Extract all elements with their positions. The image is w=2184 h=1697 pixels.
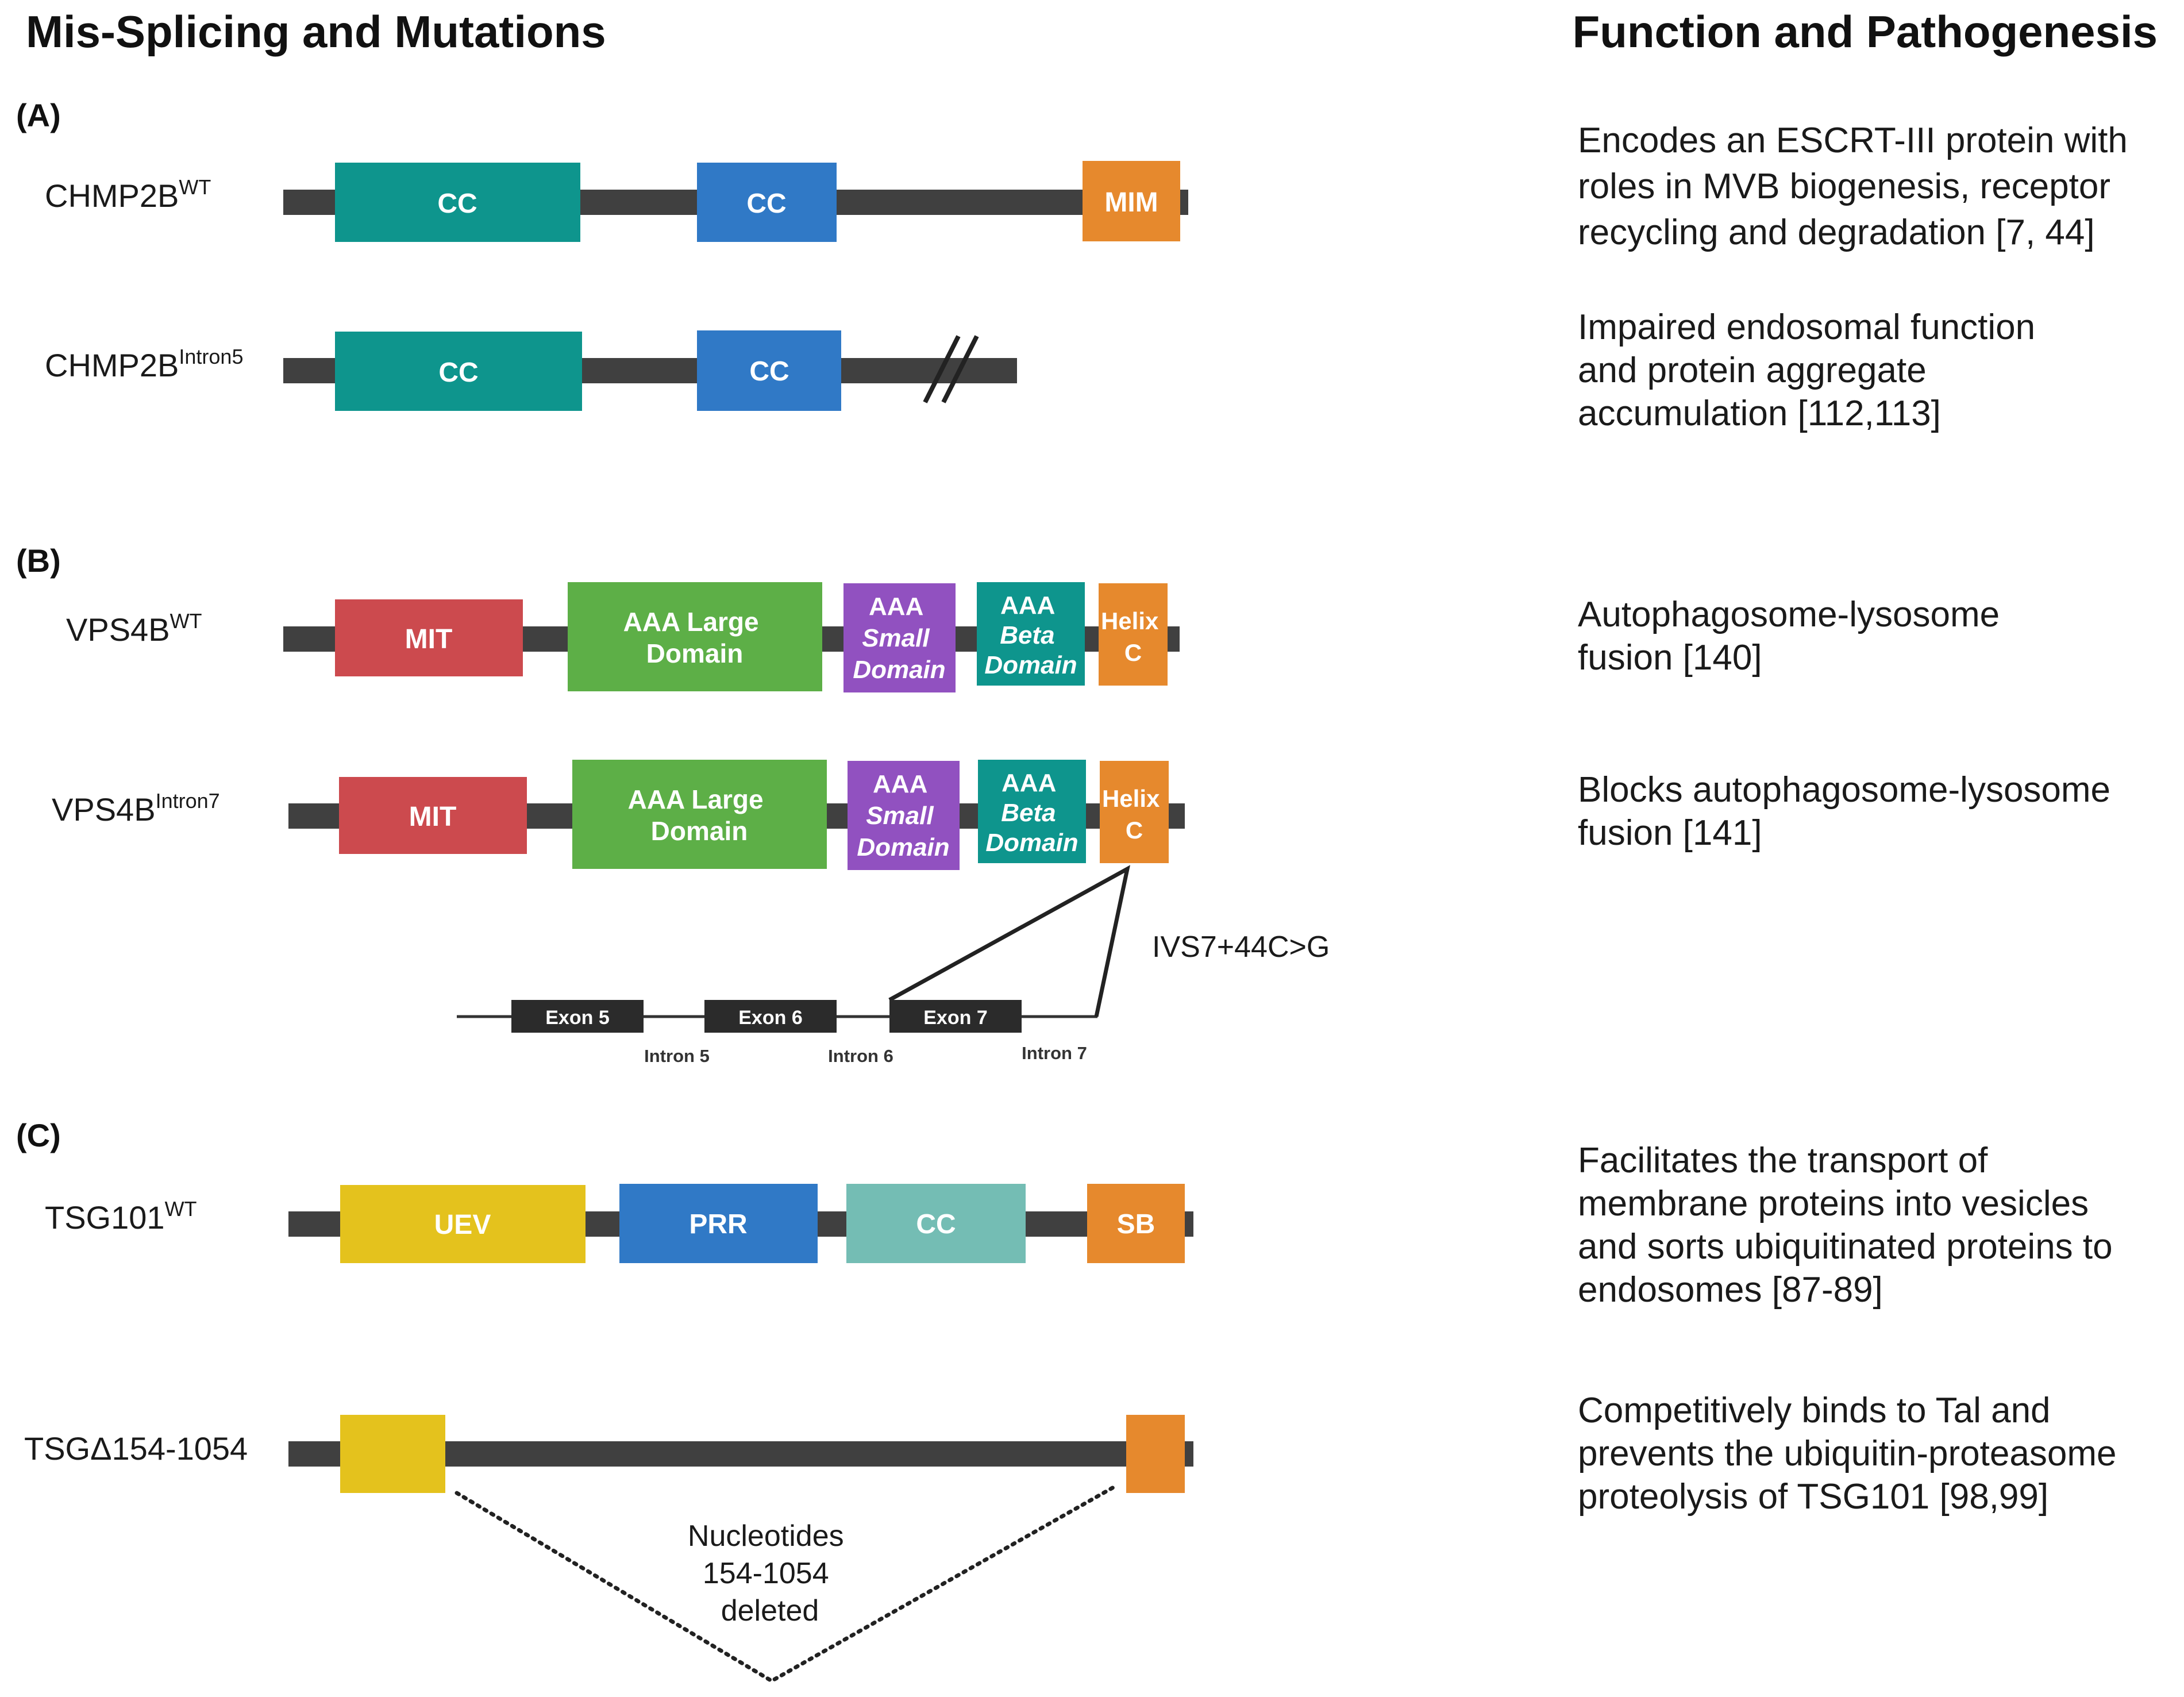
- exon-6-box: [704, 1000, 837, 1033]
- vps4b-intron7-description: Blocks autophagosome-lysosome fusion [14…: [1578, 770, 2120, 853]
- intron-label: Intron 5: [644, 1046, 710, 1066]
- domain-label: CC: [749, 356, 789, 387]
- domain-uev-fragment: [340, 1415, 445, 1493]
- domain-label: Helix C: [1101, 607, 1165, 666]
- domain-aaa-small: [848, 761, 960, 870]
- chmp2b-wt-row: CHMP2BWT CC CC MIM: [45, 161, 1188, 242]
- mutation-label: IVS7+44C>G: [1152, 930, 1330, 964]
- domain-aaa-small: [843, 583, 956, 692]
- domain-label: AAA Small Domain: [853, 592, 945, 684]
- domain-label: CC: [437, 188, 477, 219]
- intron-label: Intron 6: [828, 1046, 893, 1066]
- domain-cc: [846, 1184, 1026, 1263]
- domain-cc-2: [697, 163, 837, 242]
- domain-label: PRR: [689, 1209, 747, 1240]
- exon-label: Exon 7: [923, 1007, 987, 1029]
- exon-7-box: [889, 1000, 1022, 1033]
- exon-5-box: [511, 1000, 644, 1033]
- domain-label: AAA Large Domain: [628, 784, 771, 846]
- domain-cc-1: [335, 163, 580, 242]
- vps4b-wt-row: VPS4BWT MIT AAA Large Domain AAA Small D…: [66, 582, 1180, 692]
- exon-label: Exon 5: [545, 1007, 609, 1029]
- domain-label: SB: [1117, 1209, 1155, 1240]
- exon-label: Exon 6: [738, 1007, 802, 1029]
- domain-label: CC: [916, 1209, 956, 1240]
- tsg101-wt-description: Facilitates the transport of membrane pr…: [1578, 1141, 2123, 1310]
- domain-sb: [1087, 1184, 1185, 1263]
- domain-sb-fragment: [1126, 1415, 1185, 1493]
- chmp2b-intron5-row: CHMP2BIntron5 CC CC: [45, 330, 1017, 411]
- domain-label: AAA Beta Domain: [984, 591, 1077, 679]
- domain-cc-1: [335, 332, 582, 411]
- domain-helix-c: [1100, 761, 1169, 863]
- chmp2b-intron5-description: Impaired endosomal function and protein …: [1578, 307, 2045, 433]
- deletion-note: Nucleotides 154-1054 deleted: [688, 1519, 852, 1627]
- protein-name: TSG101WT: [45, 1197, 197, 1236]
- domain-label: MIT: [405, 624, 453, 655]
- intron-label: Intron 7: [1022, 1043, 1087, 1063]
- panel-label-a: (A): [16, 97, 61, 133]
- protein-name: VPS4BWT: [66, 609, 202, 648]
- vps4b-intron7-row: VPS4BIntron7 MIT AAA Large Domain AAA Sm…: [52, 760, 1185, 870]
- protein-name: CHMP2BIntron5: [45, 345, 243, 383]
- domain-aaa-large: [568, 582, 822, 691]
- domain-mim: [1083, 161, 1180, 241]
- domain-label: MIT: [409, 802, 457, 832]
- vps4b-wt-description: Autophagosome-lysosome fusion [140]: [1578, 595, 2009, 678]
- domain-aaa-beta: [978, 760, 1086, 863]
- domain-mit: [335, 599, 523, 676]
- domain-helix-c: [1099, 583, 1168, 686]
- domain-aaa-beta: [977, 582, 1085, 686]
- tsg101-wt-row: TSG101WT UEV PRR CC SB: [45, 1184, 1193, 1263]
- panel-label-c: (C): [16, 1117, 61, 1153]
- chmp2b-wt-description: Encodes an ESCRT-III protein with roles …: [1578, 121, 2137, 252]
- domain-aaa-large: [572, 760, 827, 869]
- tsg-delta-description: Competitively binds to Tal and prevents …: [1578, 1391, 2127, 1517]
- domain-mit: [339, 777, 527, 854]
- left-heading: Mis-Splicing and Mutations: [26, 6, 606, 57]
- domain-label: UEV: [434, 1210, 491, 1240]
- domain-label: Helix C: [1102, 785, 1166, 844]
- right-heading: Function and Pathogenesis: [1573, 6, 2158, 57]
- domain-label: MIM: [1104, 187, 1158, 218]
- domain-label: AAA Beta Domain: [985, 769, 1078, 857]
- truncation-mark: [941, 335, 979, 403]
- truncation-mark: [923, 335, 961, 403]
- domain-label: CC: [746, 188, 786, 219]
- domain-label: AAA Large Domain: [623, 607, 766, 668]
- splice-triangle: [888, 865, 1130, 1017]
- domain-prr: [619, 1184, 818, 1263]
- tsg-delta-row: TSGΔ154-1054 Nucleotides 154-1054 delete…: [24, 1415, 1193, 1684]
- protein-name: VPS4BIntron7: [52, 789, 220, 828]
- domain-label: AAA Small Domain: [857, 770, 949, 861]
- domain-uev: [340, 1185, 586, 1263]
- domain-cc-2: [697, 330, 841, 411]
- domain-label: CC: [438, 357, 478, 388]
- gene-structure: Exon 5 Exon 6 Exon 7 Intron 5 Intron 6 I…: [457, 865, 1330, 1066]
- protein-name: TSGΔ154-1054: [24, 1430, 248, 1467]
- protein-name: CHMP2BWT: [45, 175, 211, 214]
- deletion-dotted-line: [454, 1485, 1116, 1684]
- panel-label-b: (B): [16, 542, 61, 579]
